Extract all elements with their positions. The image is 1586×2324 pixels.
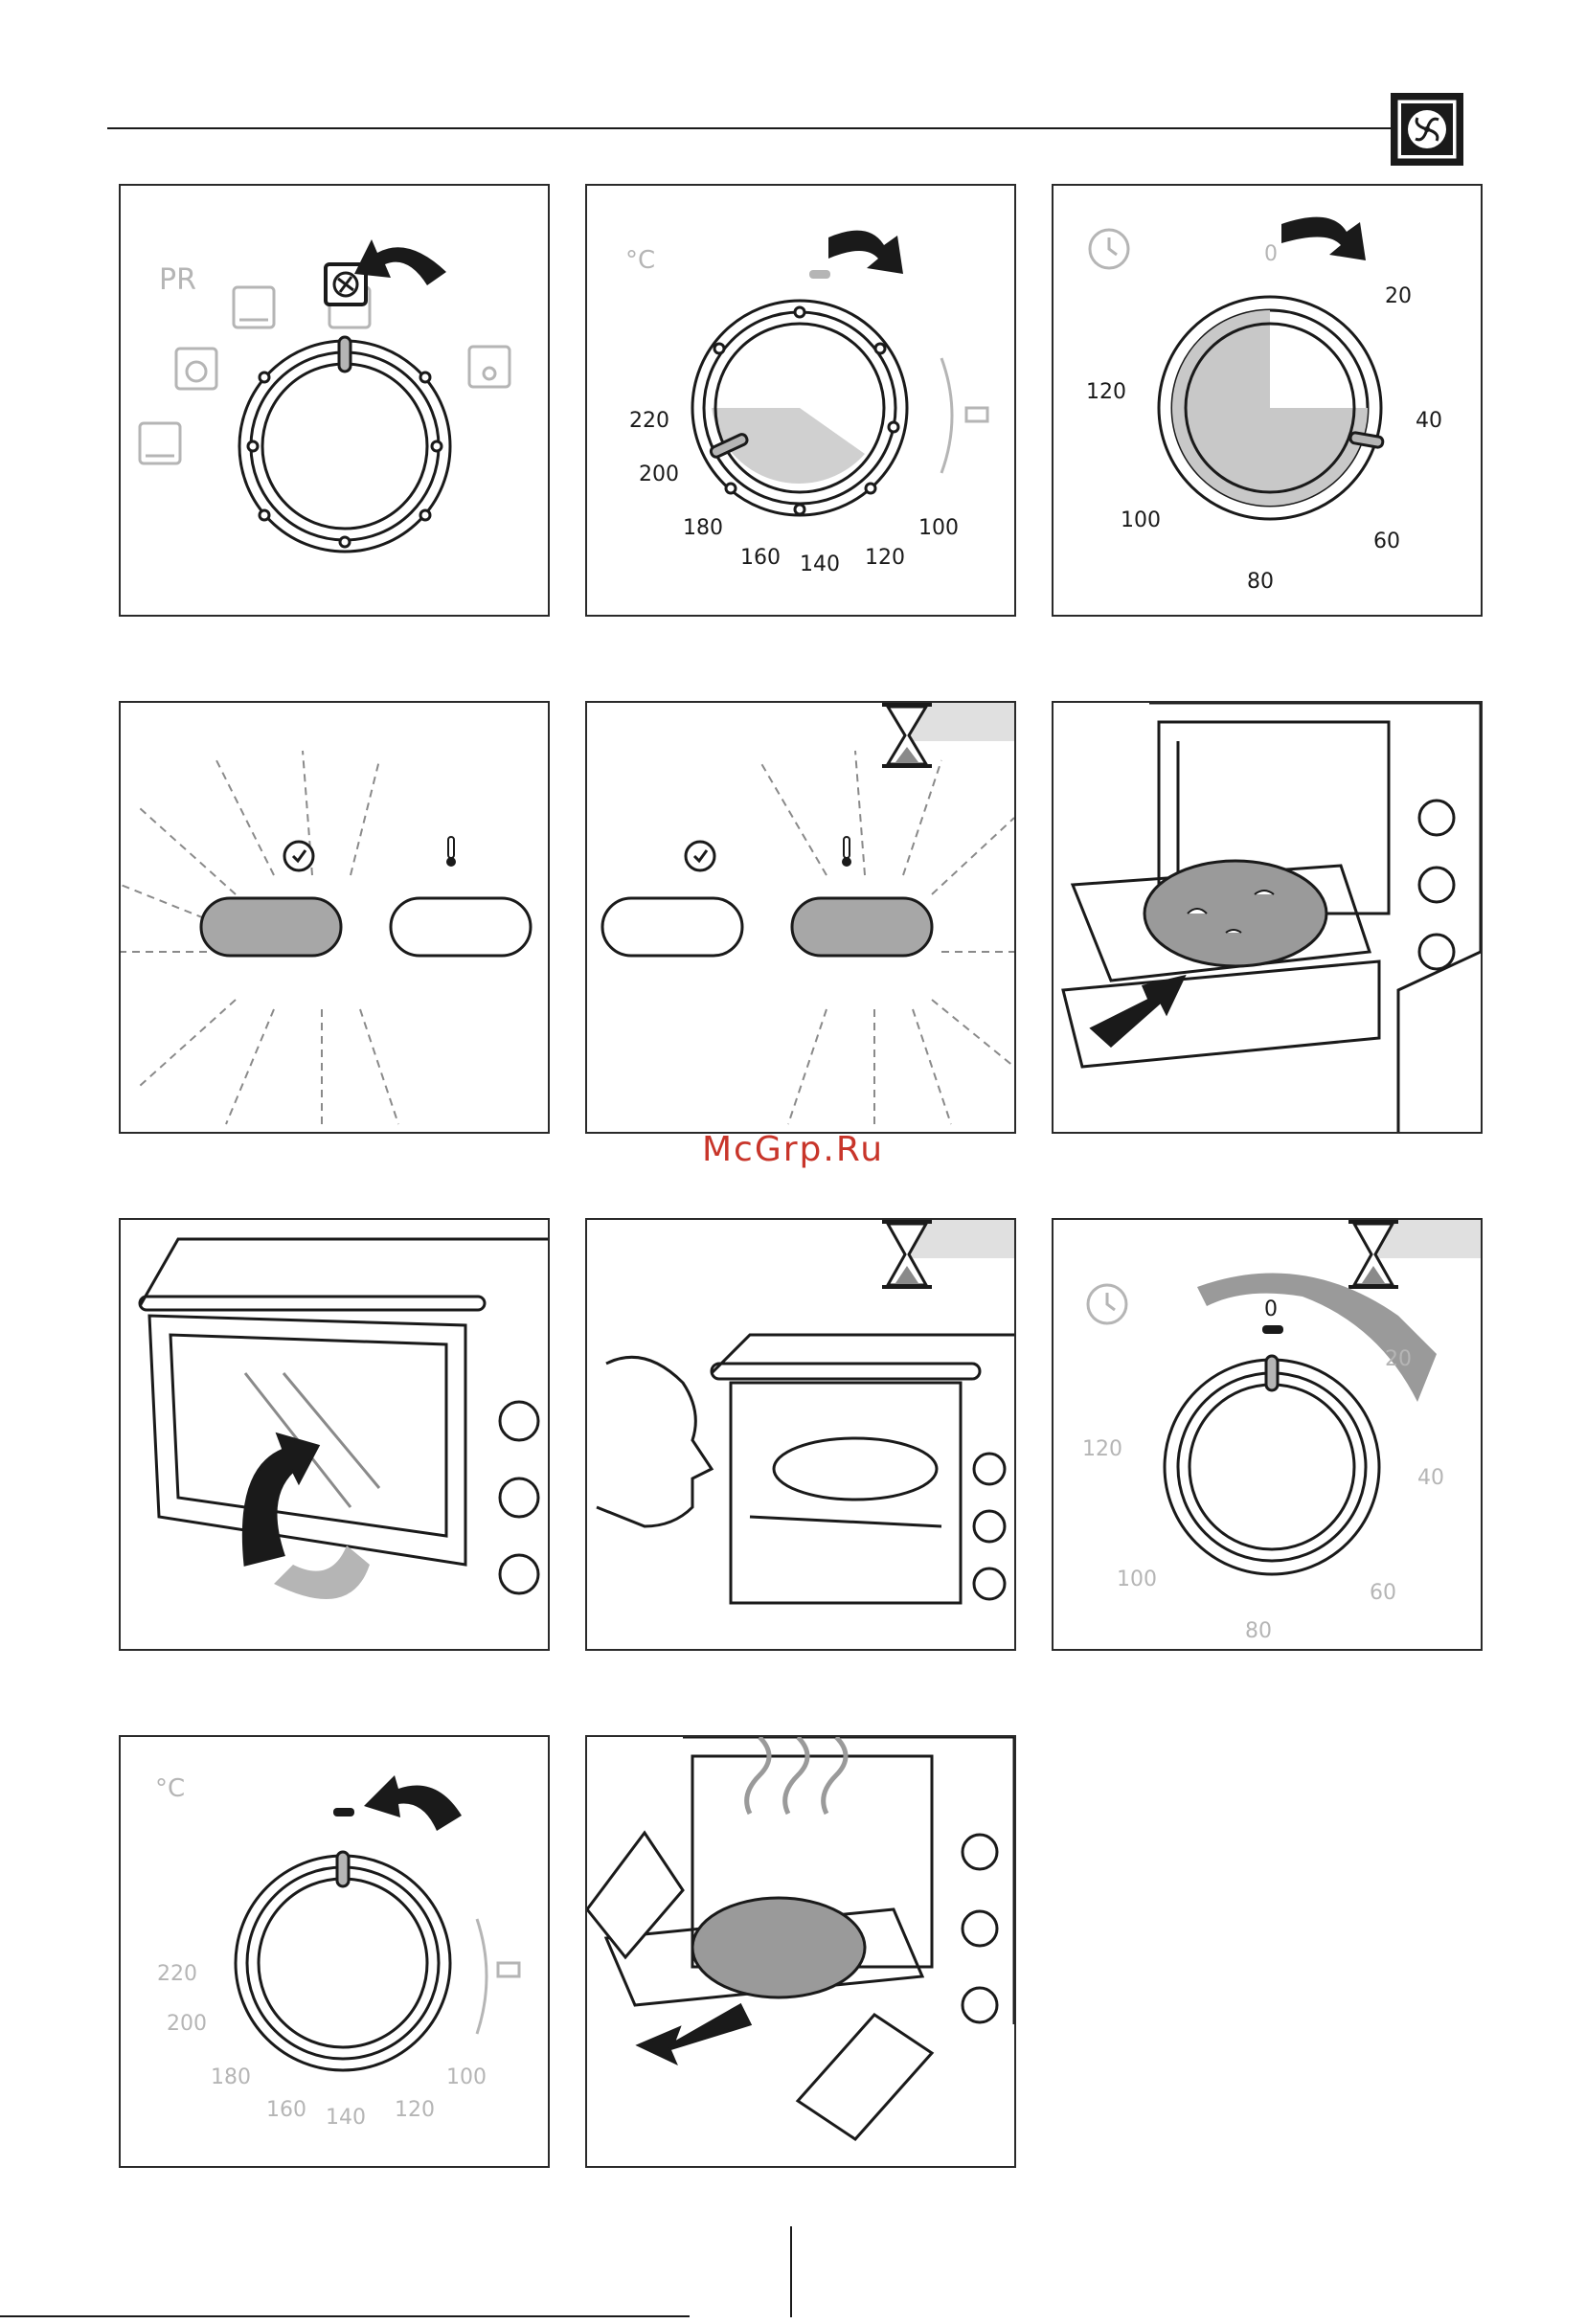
panel-remove-pizza [585, 1735, 1016, 2168]
svg-text:220: 220 [629, 409, 669, 433]
svg-text:100: 100 [1121, 508, 1161, 532]
panel-temperature-off: °C 220 200 180 160 140 120 100 [119, 1735, 550, 2168]
thermometer-icon [842, 837, 851, 867]
svg-text:220: 220 [157, 1962, 197, 1986]
svg-text:140: 140 [326, 2106, 366, 2130]
panel-timer-button [119, 701, 550, 1134]
timer-button [602, 898, 742, 956]
person-face [597, 1357, 712, 1526]
rotate-right-arrow-icon [1281, 217, 1366, 260]
svg-text:40: 40 [1417, 1466, 1444, 1490]
svg-text:60: 60 [1373, 530, 1400, 553]
svg-text:140: 140 [800, 553, 840, 576]
oven-mitt-right [798, 2015, 932, 2139]
oven-fan-icon [1389, 91, 1465, 168]
svg-text:80: 80 [1245, 1619, 1272, 1643]
svg-text:40: 40 [1416, 409, 1442, 433]
svg-text:120: 120 [1086, 380, 1126, 404]
panel-watch-cooking [585, 1218, 1016, 1651]
pizza [1144, 861, 1326, 966]
svg-text:60: 60 [1370, 1581, 1396, 1605]
svg-text:200: 200 [167, 2012, 207, 2036]
pizza [692, 1898, 865, 1997]
panel-mode-dial: PR [119, 184, 550, 617]
pot-icon [498, 1963, 519, 1976]
dial-zero-marker [333, 1808, 354, 1816]
celsius-unit-label: °C [625, 246, 655, 275]
timer-scale: 0 20 40 60 80 100 120 [1082, 1297, 1444, 1643]
footer-divider [790, 2226, 792, 2317]
svg-text:100: 100 [918, 516, 959, 540]
celsius-unit-label: °C [155, 1774, 185, 1803]
watermark: McGrp.Ru [0, 1130, 1586, 1169]
svg-text:20: 20 [1385, 284, 1412, 308]
timer-knob [1159, 297, 1384, 519]
pot-icon [966, 408, 987, 421]
svg-text:180: 180 [211, 2065, 251, 2089]
temperature-button [792, 898, 932, 956]
svg-text:120: 120 [395, 2098, 435, 2122]
svg-text:120: 120 [1082, 1437, 1122, 1461]
footer-rule [0, 2315, 690, 2317]
rotate-right-arrow-icon [828, 231, 903, 274]
remove-arrow-icon [639, 2005, 750, 2063]
oven-mitt-left [587, 1833, 683, 1957]
mode-icons [140, 287, 510, 463]
svg-text:100: 100 [446, 2065, 487, 2089]
panel-close-door [119, 1218, 550, 1651]
oven-illustration [712, 1335, 1014, 1603]
panel-temperature-button [585, 701, 1016, 1134]
temperature-knob [236, 1852, 450, 2070]
svg-text:180: 180 [683, 516, 723, 540]
steam [747, 1737, 846, 1814]
timer-button [201, 898, 341, 956]
dial-zero-marker [809, 270, 830, 279]
pr-label: PR [159, 263, 196, 297]
panel-temperature-dial: °C 220 200 180 160 140 120 100 [585, 184, 1016, 617]
dial-zero-marker [1262, 1325, 1283, 1334]
mode-knob [239, 337, 450, 552]
clock-icon [686, 842, 714, 870]
svg-text:120: 120 [865, 546, 905, 570]
panel-timer-dial: 0 20 40 60 80 100 120 [1052, 184, 1483, 617]
rotate-left-arrow-icon [354, 239, 446, 285]
temperature-knob [692, 301, 907, 515]
panel-timer-running: 0 20 40 60 80 100 120 [1052, 1218, 1483, 1651]
header-rule [107, 127, 1391, 129]
svg-text:20: 20 [1385, 1347, 1412, 1371]
svg-text:160: 160 [740, 546, 781, 570]
oven-illustration [140, 1239, 548, 1593]
close-door-arrow-icon [243, 1434, 318, 1565]
rotate-left-arrow-icon [364, 1775, 462, 1831]
timer-knob [1165, 1356, 1379, 1574]
thermometer-icon [446, 837, 456, 867]
svg-text:0: 0 [1264, 242, 1278, 266]
svg-text:160: 160 [266, 2098, 306, 2122]
svg-text:100: 100 [1117, 1568, 1157, 1591]
svg-text:80: 80 [1247, 570, 1274, 594]
temperature-button [391, 898, 531, 956]
svg-text:200: 200 [639, 463, 679, 486]
svg-text:0: 0 [1264, 1297, 1278, 1321]
panel-insert-pizza [1052, 701, 1483, 1134]
clock-icon [284, 842, 313, 870]
